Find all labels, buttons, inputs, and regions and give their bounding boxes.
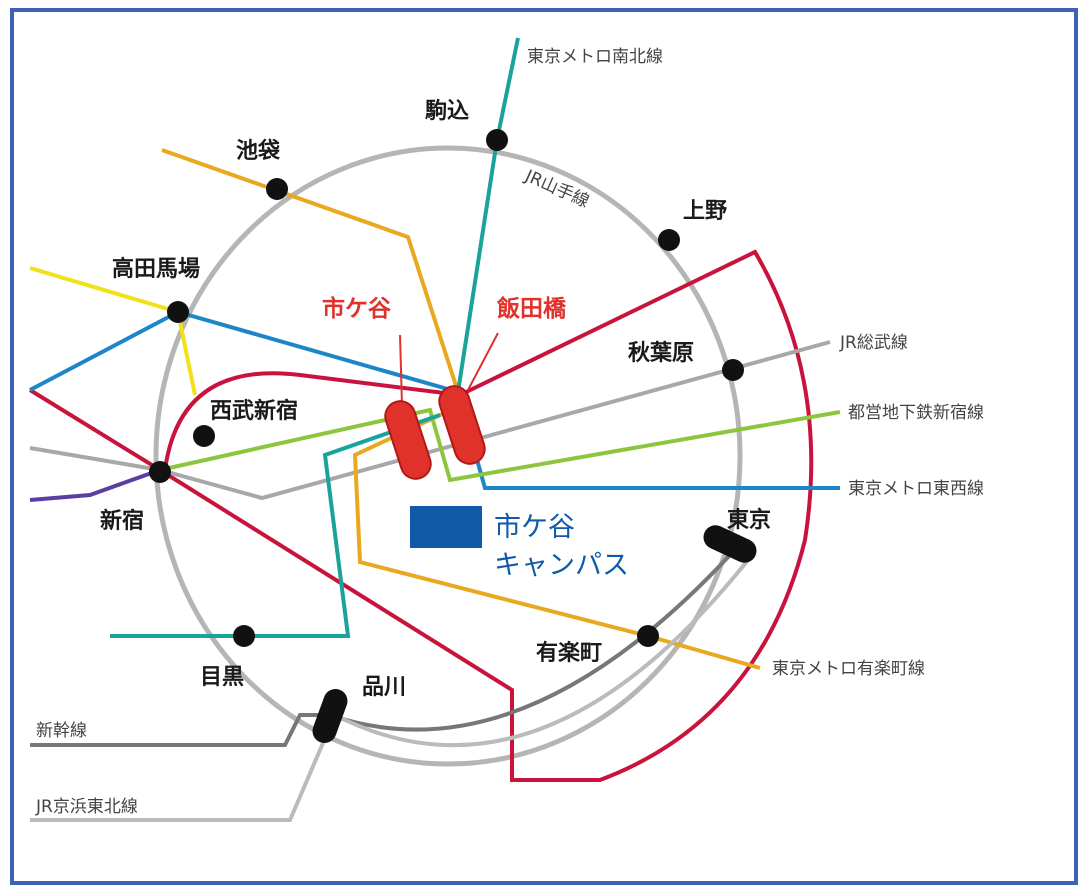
toei-shinjuku-line [159, 407, 841, 483]
map-frame [10, 8, 1078, 885]
ueno-label: 上野 [683, 199, 727, 224]
sobu-line [29, 340, 831, 501]
yamanote-line-label: JR山手線 [521, 166, 592, 212]
yamanote-line [153, 145, 743, 767]
sobu-line-label: JR総武線 [839, 333, 908, 353]
iidabashi-station-marker[interactable] [435, 382, 488, 467]
purple-line [29, 468, 161, 502]
meguro-dot[interactable] [233, 625, 255, 647]
shinkansen-line [30, 553, 732, 747]
akihabara-label: 秋葉原 [628, 341, 694, 366]
yurakucho-label: 有楽町 [536, 640, 602, 666]
ichigaya-leader [399, 334, 403, 406]
akihabara-dot[interactable] [722, 359, 744, 381]
yurakucho-dot[interactable] [637, 625, 659, 647]
campus-label-line1: 市ケ谷 [494, 512, 575, 543]
ueno-dot[interactable] [658, 229, 680, 251]
takadanobaba-dot[interactable] [167, 301, 189, 323]
shinkansen-line-label: 新幹線 [36, 720, 87, 741]
komagome-label: 駒込 [425, 98, 469, 124]
tokyo-station-marker[interactable] [700, 521, 761, 566]
shinjuku-dot[interactable] [149, 461, 171, 483]
shinjuku-label: 新宿 [100, 508, 144, 534]
tokyo-label: 東京 [727, 507, 771, 533]
namboku-line-label: 東京メトロ南北線 [527, 47, 663, 67]
yurakucho-line-label: 東京メトロ有楽町線 [772, 659, 925, 679]
keihin-tohoku-line [30, 558, 750, 822]
shinagawa-label: 品川 [362, 675, 406, 700]
ichigaya-label: 市ケ谷 [322, 295, 392, 322]
campus-square-icon[interactable] [410, 506, 482, 548]
iidabashi-leader [467, 332, 499, 391]
komagome-dot[interactable] [486, 129, 508, 151]
meguro-label: 目黒 [200, 665, 244, 690]
takadanobaba-label: 高田馬場 [112, 256, 200, 282]
keihin-tohoku-line-label: JR京浜東北線 [35, 797, 138, 817]
yurakucho-line [161, 148, 761, 670]
seibu-shinjuku-label: 西武新宿 [210, 398, 298, 424]
ikebukuro-dot[interactable] [266, 178, 288, 200]
ikebukuro-label: 池袋 [236, 138, 281, 164]
shinagawa-station-marker[interactable] [309, 686, 351, 747]
toei-shinjuku-line-label: 都営地下鉄新宿線 [848, 403, 984, 423]
red-line [28, 249, 814, 782]
campus-label-line2: キャンパス [494, 550, 629, 581]
tozai-line-label: 東京メトロ東西線 [848, 479, 984, 499]
seibu-shinjuku-dot[interactable] [193, 425, 215, 447]
iidabashi-label: 飯田橋 [496, 295, 567, 322]
ichigaya-station-marker[interactable] [381, 397, 434, 482]
